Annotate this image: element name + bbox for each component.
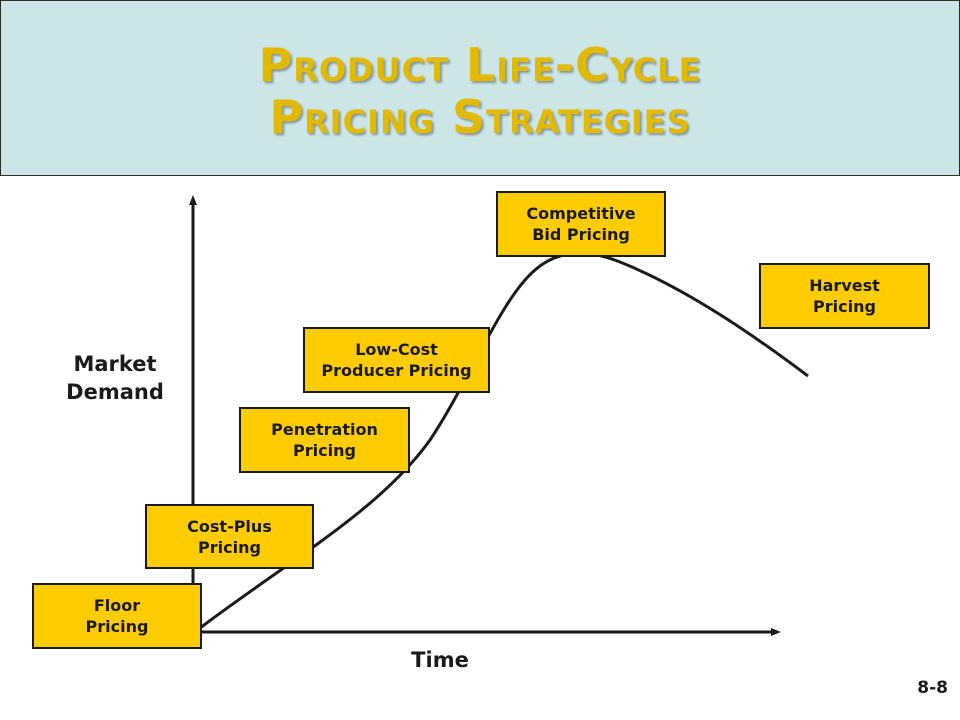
y-axis-label: Market Demand (50, 350, 180, 406)
slide-title-line-1: Product Life-Cycle (258, 38, 702, 92)
x-axis-label: Time (411, 648, 469, 672)
harvest-pricing-line-1: Harvest (809, 276, 880, 295)
penetration-pricing-line-2: Pricing (293, 441, 356, 460)
harvest-pricing-box: Harvest Pricing (759, 263, 930, 329)
harvest-pricing-line-2: Pricing (813, 297, 876, 316)
competitive-bid-pricing-box: Competitive Bid Pricing (496, 191, 666, 257)
cost-plus-pricing-box: Cost-Plus Pricing (145, 504, 314, 569)
cost-plus-pricing-line-2: Pricing (198, 537, 261, 557)
cost-plus-pricing-line-1: Cost-Plus (187, 516, 272, 536)
low-cost-producer-pricing-box: Low-Cost Producer Pricing (303, 327, 490, 393)
floor-pricing-line-2: Pricing (85, 617, 149, 636)
title-banner (0, 0, 960, 176)
slide-title-line-2: Pricing Strategies (269, 90, 691, 144)
competitive-bid-pricing-line-1: Competitive (526, 204, 636, 223)
y-axis-label-line-2: Demand (66, 380, 164, 404)
y-axis-label-line-1: Market (73, 352, 157, 376)
competitive-bid-pricing-line-2: Bid Pricing (532, 225, 630, 244)
low-cost-producer-pricing-line-2: Producer Pricing (321, 361, 472, 380)
low-cost-producer-pricing-line-1: Low-Cost (355, 340, 438, 359)
demand-curve (199, 251, 809, 630)
floor-pricing-line-1: Floor (93, 596, 141, 615)
slide-number: 8-8 (917, 678, 948, 698)
penetration-pricing-line-1: Penetration (271, 420, 378, 439)
penetration-pricing-box: Penetration Pricing (239, 407, 410, 473)
floor-pricing-box: Floor Pricing (32, 583, 202, 649)
